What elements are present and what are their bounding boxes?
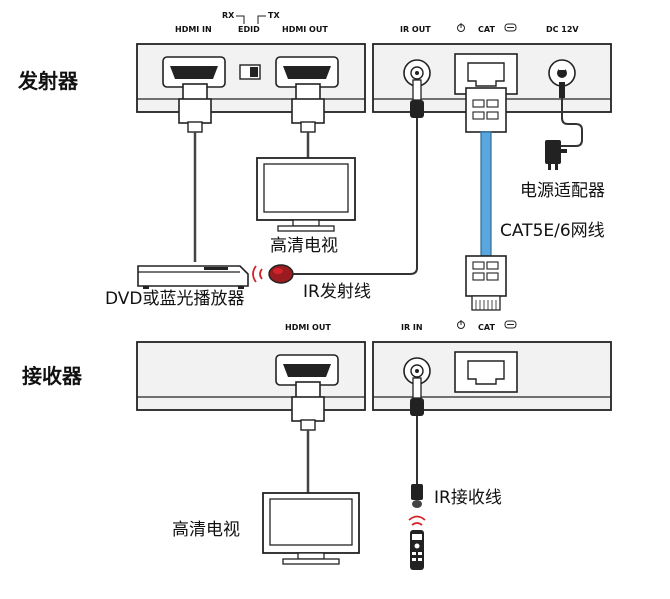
rx-label: RX — [222, 11, 235, 20]
hdmi-in-port — [162, 56, 226, 88]
rx-link-led-icon — [504, 320, 517, 329]
rx-hdmi-out-label: HDMI OUT — [285, 323, 331, 332]
ir-in-jack — [403, 357, 431, 385]
transmitter-label: 发射器 — [17, 69, 79, 93]
transmitter-front-unit — [136, 43, 366, 113]
receiver-rear-unit — [372, 341, 612, 411]
hdmi-out-label: HDMI OUT — [282, 25, 328, 34]
hdmi-in-label: HDMI IN — [175, 25, 212, 34]
rx-power-led-icon — [457, 320, 465, 329]
ir-rx-cable-label: IR接收线 — [434, 488, 502, 508]
ir-tx-cable — [293, 79, 424, 275]
power-led-icon — [457, 23, 465, 32]
hdmi-out-port — [275, 56, 339, 88]
cat-label: CAT — [478, 25, 495, 34]
rx-hdmi-plug — [291, 381, 325, 493]
receiver-front-unit — [136, 341, 366, 411]
cat-cable — [465, 87, 507, 311]
power-adapter — [545, 82, 583, 170]
dc-jack — [548, 59, 576, 87]
rx-hdmi-out-port — [275, 354, 339, 386]
edid-switch — [239, 64, 261, 80]
tv-bottom — [262, 492, 360, 565]
hdmi-plug-out — [291, 83, 325, 158]
dvd-player — [137, 265, 249, 289]
dc-label: DC 12V — [546, 25, 579, 34]
ir-out-label: IR OUT — [400, 25, 431, 34]
power-adapter-label: 电源适配器 — [520, 181, 605, 201]
ir-in-label: IR IN — [401, 323, 423, 332]
tv-bottom-label: 高清电视 — [172, 520, 240, 540]
tx-label: TX — [268, 11, 280, 20]
ir-emitter-icon — [252, 264, 294, 284]
tv-top — [256, 157, 356, 232]
ir-rx-cable — [410, 377, 424, 508]
rx-cat-port — [454, 351, 518, 393]
link-led-icon — [504, 23, 517, 32]
receiver-label: 接收器 — [22, 364, 83, 388]
hdmi-plug-in — [178, 83, 212, 262]
tv-top-label: 高清电视 — [270, 236, 338, 256]
rx-cat-label: CAT — [478, 323, 495, 332]
cat-cable-label: CAT5E/6网线 — [500, 221, 605, 241]
edid-label: EDID — [238, 25, 260, 34]
remote-control-icon — [408, 515, 426, 570]
dvd-label: DVD或蓝光播放器 — [105, 289, 245, 309]
ir-out-jack — [403, 59, 431, 87]
ir-tx-cable-label: IR发射线 — [303, 282, 371, 302]
